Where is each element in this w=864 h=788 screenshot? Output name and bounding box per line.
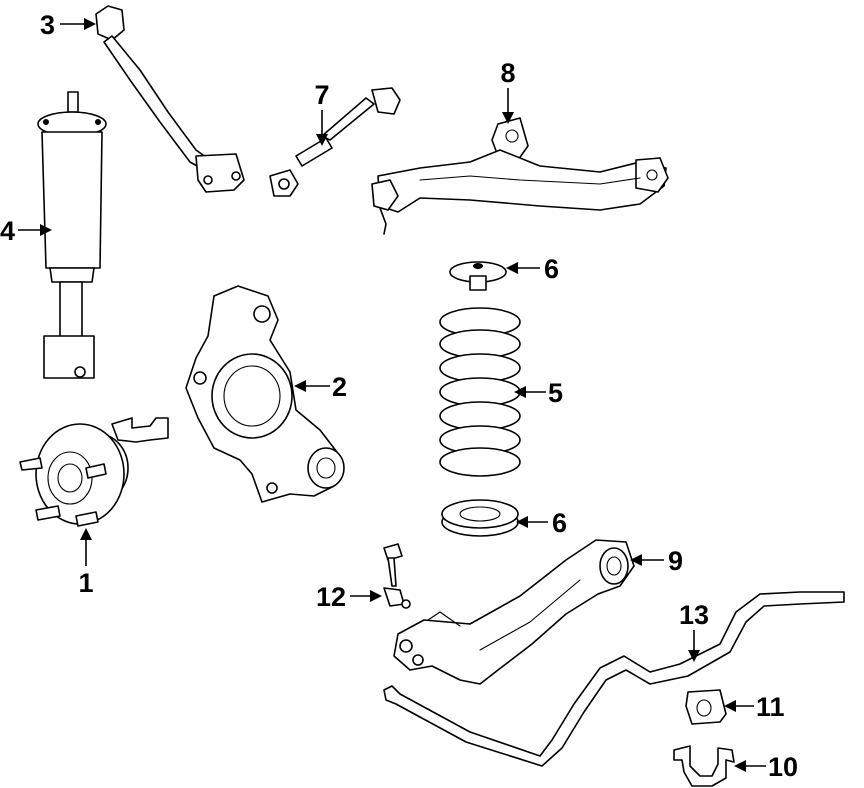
callout-7: 7 [314,80,330,146]
part-5-coil-spring [439,307,521,477]
callout-4-label: 4 [0,216,15,246]
part-7-toe-link [269,87,401,197]
callout-12-label: 12 [316,582,346,612]
callout-11-label: 11 [756,692,785,722]
callout-8: 8 [500,58,516,124]
callout-13: 13 [679,600,709,662]
callout-3: 3 [40,10,96,40]
callout-7-label: 7 [314,80,329,110]
callout-6-upper-label: 6 [544,254,559,284]
callout-9-label: 9 [668,546,683,576]
part-8-upper-control-arm [371,117,669,235]
callout-10-label: 10 [768,752,798,782]
part-2-knuckle [185,285,345,503]
callout-6-upper: 6 [506,254,559,284]
callout-8-label: 8 [500,58,515,88]
callout-1: 1 [78,528,94,598]
callout-5-label: 5 [548,378,563,408]
part-12-stabilizer-link [383,543,411,609]
callout-12: 12 [316,582,382,612]
callout-4: 4 [0,216,52,246]
part-13-stabilizer-bar [383,591,845,767]
part-11-bushing [685,689,727,725]
part-4-shock-absorber [37,91,107,379]
callout-10: 10 [734,752,798,782]
callout-9: 9 [630,546,683,576]
callout-2: 2 [294,372,347,402]
part-6-upper-spring-insulator [449,261,507,291]
callout-3-label: 3 [40,10,55,40]
part-9-lower-control-arm [393,539,635,685]
callout-2-label: 2 [332,372,347,402]
part-1-hub-bearing [19,417,169,527]
callout-11: 11 [724,692,785,722]
callout-5: 5 [514,378,563,408]
callout-1-label: 1 [78,568,93,598]
callout-6-lower-label: 6 [552,508,567,538]
part-10-bracket [673,745,735,787]
part-3-trailing-link [95,5,245,193]
callout-6-lower: 6 [516,508,567,538]
part-6-lower-spring-insulator [441,499,519,537]
callout-13-label: 13 [679,600,709,630]
